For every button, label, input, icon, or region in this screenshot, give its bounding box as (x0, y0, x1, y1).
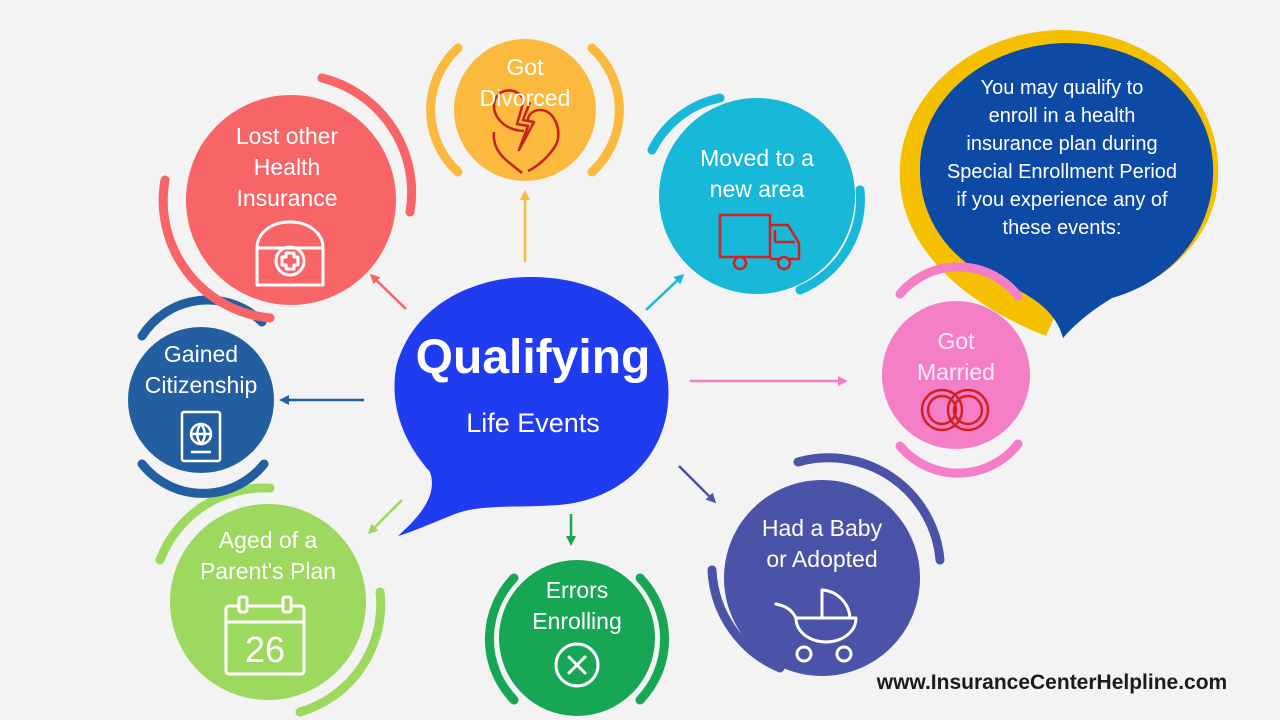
event-baby (707, 453, 945, 676)
arrows (279, 190, 848, 546)
info-line: if you experience any of (956, 189, 1168, 211)
event-married (882, 262, 1030, 478)
event-errors (484, 560, 670, 716)
event-divorced (426, 39, 624, 181)
passport-icon (180, 410, 222, 463)
event-lost (158, 73, 417, 323)
info-line: enroll in a health (988, 105, 1136, 127)
calendar-icon (224, 595, 306, 676)
info-line: insurance plan during (966, 133, 1158, 155)
info-line: Special Enrollment Period (946, 161, 1178, 183)
arrow-moved (645, 273, 685, 311)
center-title: Qualifying (415, 331, 651, 384)
stroller-icon (774, 588, 858, 663)
event-moved (647, 93, 865, 295)
info-line: You may qualify to (980, 77, 1144, 99)
broken-heart-icon (492, 89, 560, 174)
info-line: these events: (1002, 217, 1122, 239)
truck-icon (718, 213, 801, 271)
center-bubble (394, 276, 669, 536)
event-citizenship (128, 295, 274, 498)
event-aged: 26 (155, 483, 386, 717)
info-bubble-body (919, 43, 1214, 338)
center-subtitle: Life Events (466, 408, 600, 438)
website-url: www.InsuranceCenterHelpline.com (876, 671, 1228, 694)
arrow-lost (369, 273, 407, 310)
info-text: You may qualify to enroll in a health in… (928, 74, 1196, 242)
medical-kit-icon (255, 220, 325, 287)
info-bubble (899, 30, 1219, 338)
arrow-baby (678, 465, 717, 504)
calendar-day: 26 (245, 629, 285, 670)
rings-icon (920, 388, 990, 432)
x-circle-icon (554, 642, 600, 688)
arrow-aged (367, 499, 403, 535)
